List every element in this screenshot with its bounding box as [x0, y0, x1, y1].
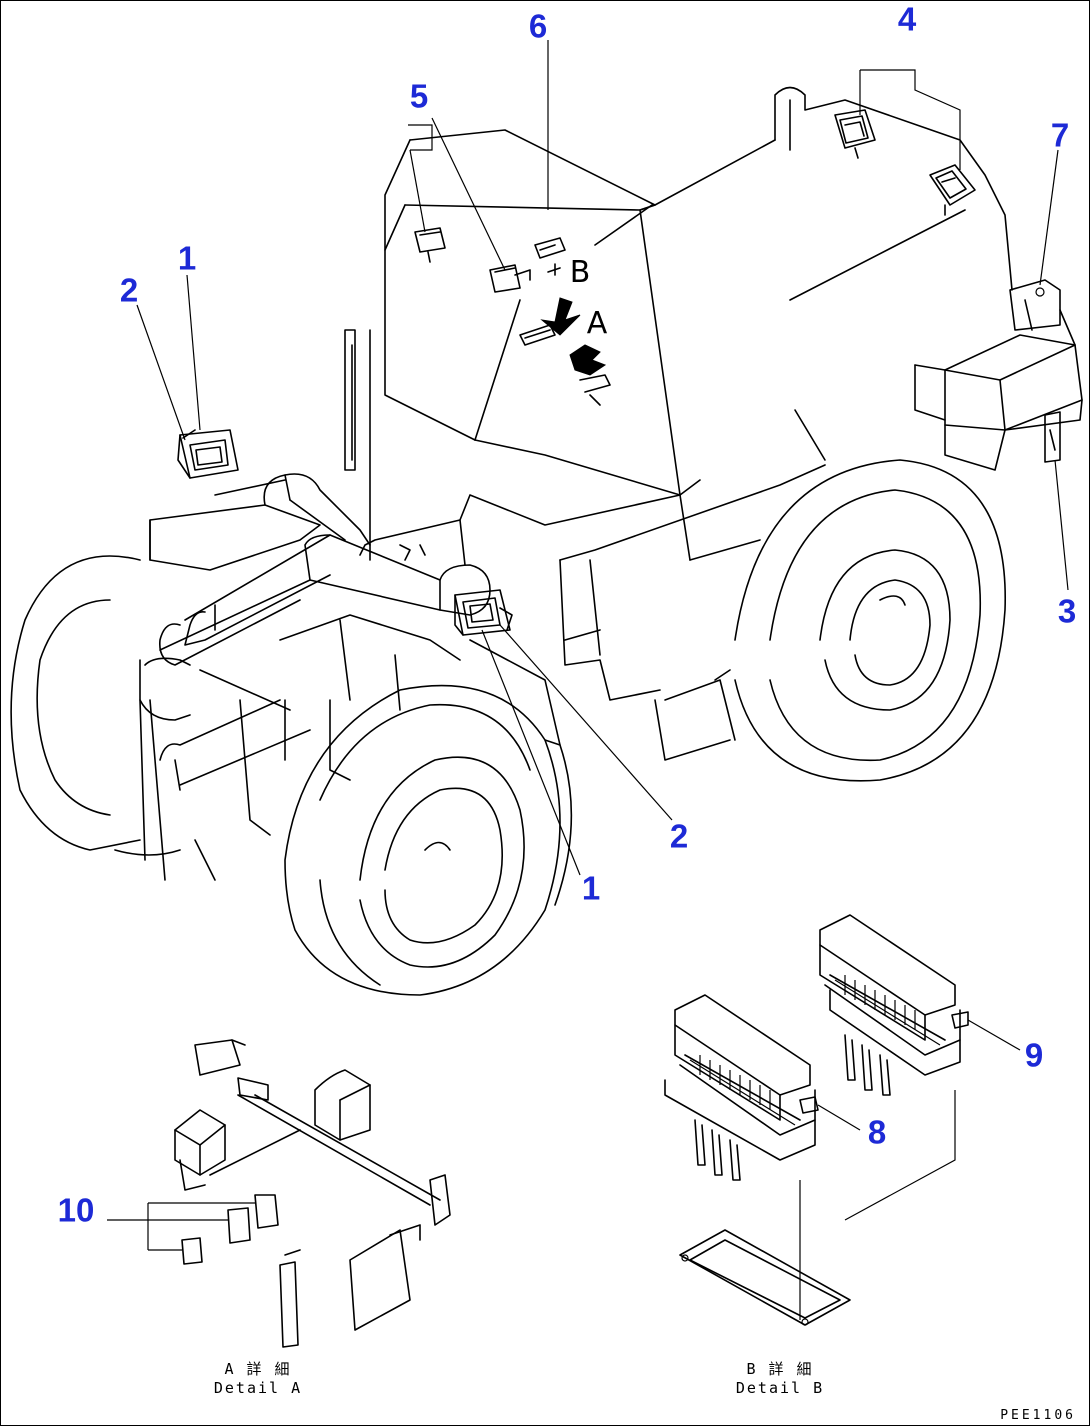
arrow-b-marker [540, 297, 581, 336]
callout-2-right: 2 [669, 817, 689, 855]
cab-lamp-5-left [414, 227, 446, 263]
callout-8: 8 [867, 1113, 887, 1151]
callout-10: 10 [57, 1191, 95, 1229]
front-right-wheel [284, 639, 573, 996]
working-lamp-4-left [834, 109, 876, 159]
rear-body-outline [559, 86, 1013, 701]
counterweight-outline [914, 279, 1083, 471]
detail-b-drawing [664, 914, 1021, 1326]
cab-lamp-5-right [489, 264, 531, 293]
rear-tire [654, 459, 1006, 782]
front-frame-and-boom [139, 473, 491, 881]
detail-a-caption-en: Detail A [213, 1378, 303, 1397]
callout-4: 4 [897, 0, 917, 38]
callout-6: 6 [528, 7, 548, 45]
detail-a-caption-jp: A 詳 細 [224, 1360, 292, 1378]
callout-1-right: 1 [581, 869, 601, 907]
callout-5: 5 [409, 77, 429, 115]
detail-ref-a: A [586, 306, 608, 341]
callout-2-left: 2 [119, 271, 139, 309]
cab-outline [344, 129, 681, 561]
leader-lines [136, 40, 1069, 876]
detail-a-caption: A 詳 細 Detail A [214, 1360, 302, 1398]
detail-ref-b: B [569, 255, 591, 290]
callout-9: 9 [1024, 1036, 1044, 1074]
callout-3: 3 [1057, 592, 1077, 630]
detail-b-caption: B 詳 細 Detail B [736, 1360, 824, 1398]
working-lamp-4-right [929, 164, 976, 216]
detail-b-caption-jp: B 詳 細 [746, 1360, 814, 1378]
front-left-wheel [10, 555, 216, 881]
arrow-a-marker [569, 344, 607, 376]
cab-small-parts-b [534, 237, 566, 276]
detail-a-drawing [107, 1039, 451, 1348]
headlamp-left [177, 429, 239, 479]
cab-small-parts-a [519, 324, 611, 406]
callout-1-left: 1 [177, 239, 197, 277]
detail-b-caption-en: Detail B [735, 1378, 825, 1397]
drawing-code: PEE1106 [1000, 1408, 1076, 1423]
callout-7: 7 [1050, 116, 1070, 154]
